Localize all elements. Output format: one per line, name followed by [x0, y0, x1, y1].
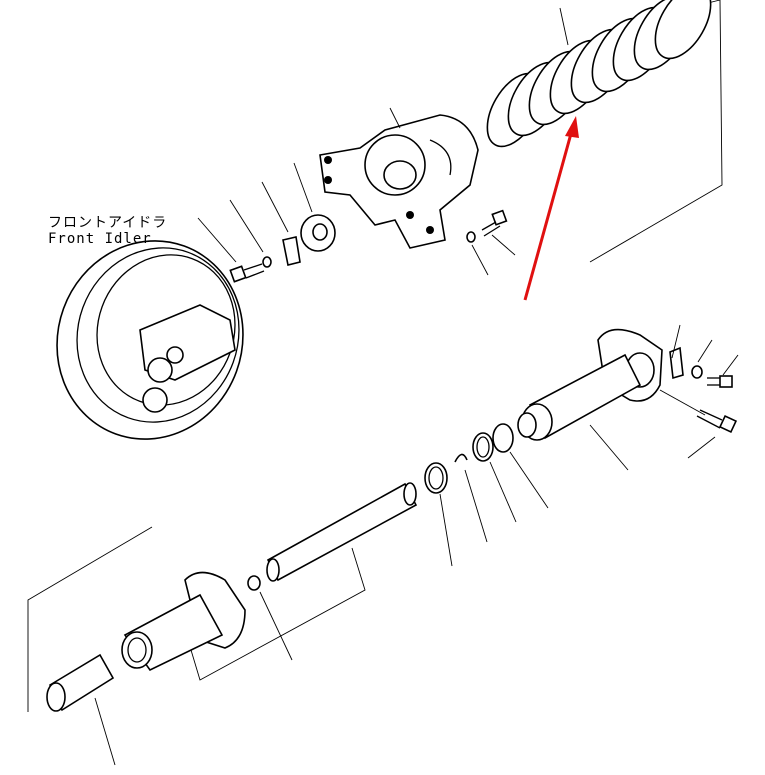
front-idler-label-en: Front Idler: [48, 231, 152, 247]
bolt: [481, 209, 508, 237]
o-ring: [247, 575, 261, 591]
grease-fitting: [696, 409, 738, 434]
nut: [300, 214, 336, 252]
ring: [492, 423, 514, 453]
recoil-spring: [486, 0, 712, 148]
leader-line: [559, 7, 569, 46]
bolt: [229, 263, 265, 283]
upper-fasteners: [197, 162, 516, 283]
front-idler-label-jp: フロントアイドラ: [48, 215, 168, 231]
washer: [262, 256, 272, 268]
washer: [691, 365, 703, 379]
lower-support: [46, 571, 246, 766]
seal-rings: [424, 423, 549, 567]
front-idler-wheel: [56, 240, 244, 440]
idler-yoke: [319, 107, 479, 249]
lock-plate: [282, 236, 301, 266]
idler-shaft: [187, 482, 418, 681]
bolt: [707, 375, 733, 388]
spring-coil: [654, 0, 712, 60]
idler-support-assembly: [517, 324, 739, 471]
red-arrow: [523, 116, 579, 301]
washer: [466, 231, 476, 243]
snap-ring: [454, 453, 468, 463]
lock-plate: [669, 346, 684, 380]
